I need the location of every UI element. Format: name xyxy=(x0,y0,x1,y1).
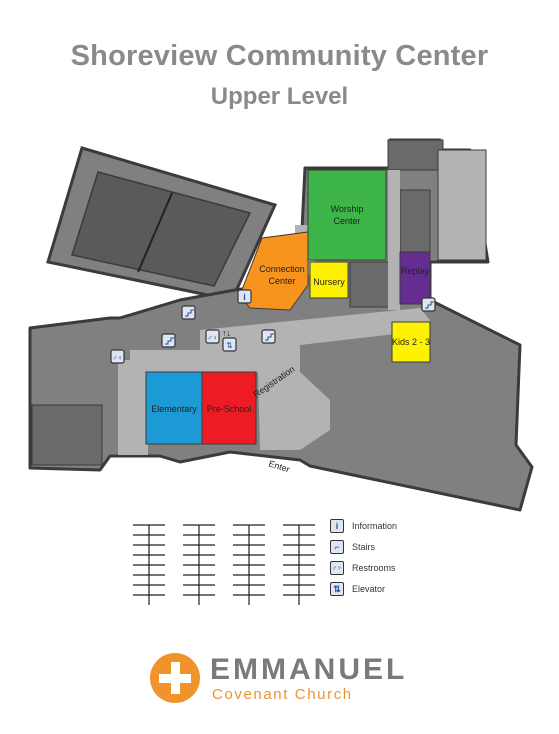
room-replay[interactable]: Replay xyxy=(399,251,431,305)
room-nursery[interactable]: Nursery xyxy=(309,261,349,299)
room-kids-label: Kids 2 - 3 xyxy=(392,337,430,347)
room-elementary-label: Elementary xyxy=(151,404,197,414)
legend-label: Information xyxy=(352,521,398,531)
stairs-icon[interactable] xyxy=(181,305,196,320)
church-logo: EMMANUEL Covenant Church xyxy=(150,653,410,703)
logo-subname: Covenant Church xyxy=(212,686,353,703)
parking-lot xyxy=(133,524,315,605)
room-worship[interactable]: Worship Center xyxy=(307,169,387,261)
legend-label: Stairs xyxy=(352,542,376,552)
page-subtitle: Upper Level xyxy=(210,83,349,110)
information-icon[interactable]: i xyxy=(237,289,252,304)
legend-item-stairs: ⌐ Stairs xyxy=(330,539,375,555)
stairs-icon[interactable] xyxy=(161,333,176,348)
legend-label: Restrooms xyxy=(352,563,396,573)
svg-text:♂♀: ♂♀ xyxy=(112,355,123,362)
enter-label: Enter xyxy=(267,458,291,474)
room-worship-label-1: Worship xyxy=(331,204,364,214)
restrooms-icon[interactable]: ♂♀ xyxy=(110,349,125,364)
legend-item-information: i Information xyxy=(330,518,397,534)
room-kids[interactable]: Kids 2 - 3 xyxy=(391,321,431,363)
restrooms-icon[interactable]: ♂♀ xyxy=(205,329,220,344)
cross-logo-icon xyxy=(150,653,200,703)
restrooms-icon: ♂♀ xyxy=(330,561,344,575)
svg-text:⇅: ⇅ xyxy=(226,341,233,350)
stairs-icon[interactable] xyxy=(261,329,276,344)
svg-text:↑↓: ↑↓ xyxy=(222,328,231,338)
legend-item-elevator: ⇅ Elevator xyxy=(330,581,385,597)
svg-text:i: i xyxy=(243,292,246,302)
svg-text:♂♀: ♂♀ xyxy=(207,335,218,342)
room-worship-label-2: Center xyxy=(333,216,360,226)
room-connection-label-2: Center xyxy=(268,276,295,286)
page-title: Shoreview Community Center xyxy=(70,40,489,72)
stairs-icon: ⌐ xyxy=(330,540,344,554)
information-icon: i xyxy=(330,519,344,533)
room-elementary[interactable]: Elementary xyxy=(145,371,203,445)
corridors xyxy=(118,170,430,455)
elevator-icon: ⇅ xyxy=(330,582,344,596)
stairs-icon[interactable] xyxy=(421,297,436,312)
gymnasium xyxy=(46,146,278,302)
logo-name: EMMANUEL xyxy=(210,653,408,686)
room-preschool-label: Pre-School xyxy=(207,404,252,414)
legend-item-restrooms: ♂♀ Restrooms xyxy=(330,560,396,576)
room-replay-label: Replay xyxy=(401,266,430,276)
elevator-icon[interactable]: ⇅ xyxy=(222,337,237,352)
legend-label: Elevator xyxy=(352,584,386,594)
room-nursery-label: Nursery xyxy=(313,277,345,287)
service-rooms xyxy=(31,139,487,466)
room-connection-label-1: Connection xyxy=(259,264,305,274)
room-preschool[interactable]: Pre-School xyxy=(201,371,257,445)
